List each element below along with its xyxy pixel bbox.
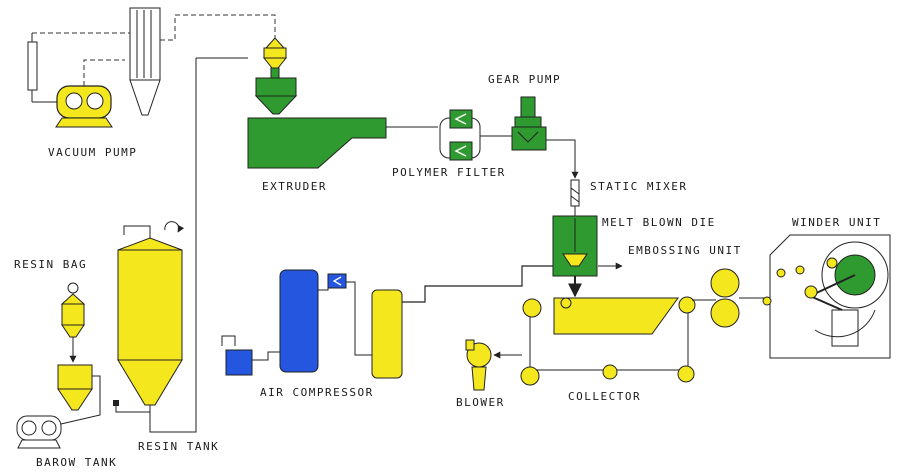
resin-tank xyxy=(117,237,183,406)
label-resin-tank: RESIN TANK xyxy=(138,440,220,453)
label-air-compressor: AIR COMPRESSOR xyxy=(260,386,374,399)
air-tank xyxy=(221,335,253,376)
resin-bag xyxy=(60,282,86,338)
winder-unit xyxy=(762,234,891,359)
label-gear-pump: GEAR PUMP xyxy=(488,73,562,86)
air-filter xyxy=(327,273,347,289)
label-barow-tank: BAROW TANK xyxy=(36,456,118,469)
label-melt-blown-die: MELT BLOWN DIE xyxy=(602,216,716,229)
label-resin-bag: RESIN BAG xyxy=(14,258,88,271)
label-collector: COLLECTOR xyxy=(568,390,642,403)
label-static-mixer: STATIC MIXER xyxy=(590,180,688,193)
barow-pump xyxy=(16,415,62,449)
label-extruder: EXTRUDER xyxy=(262,180,327,193)
melt-blown-die xyxy=(552,215,598,277)
hopper xyxy=(262,37,288,79)
barow-tank xyxy=(57,364,93,411)
collector xyxy=(520,296,696,386)
label-vacuum-pump: VACUUM PUMP xyxy=(48,146,138,159)
extruder xyxy=(247,77,387,169)
air-compressor xyxy=(279,269,319,373)
label-embossing-unit: EMBOSSING UNIT xyxy=(628,244,742,257)
vacuum-gauge xyxy=(27,33,57,103)
label-winder-unit: WINDER UNIT xyxy=(792,216,882,229)
polymer-filter xyxy=(439,109,481,161)
label-blower: BLOWER xyxy=(456,396,505,409)
static-mixer xyxy=(570,179,580,207)
label-polymer-filter: POLYMER FILTER xyxy=(392,166,506,179)
vacuum-pump xyxy=(55,85,113,128)
air-heater xyxy=(371,289,403,379)
cyclone-filter xyxy=(129,7,161,116)
vacuum-lines xyxy=(32,14,276,86)
gear-pump xyxy=(511,96,547,151)
embossing-unit xyxy=(710,268,740,328)
blower xyxy=(465,339,492,391)
